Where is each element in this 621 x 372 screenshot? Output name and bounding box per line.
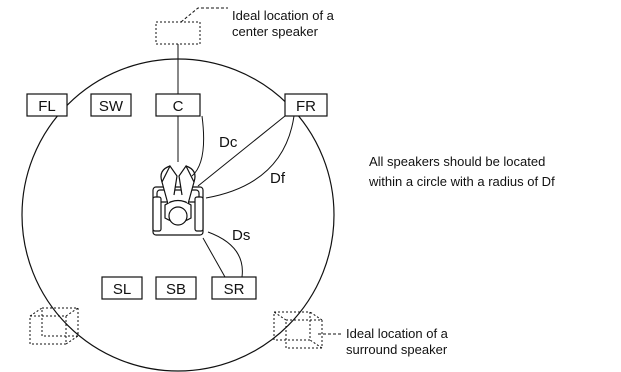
speaker-fl-label: FL <box>38 98 56 115</box>
center-callout-leader <box>180 7 228 23</box>
speaker-sw-label: SW <box>99 98 124 115</box>
ds-arc <box>207 231 243 278</box>
speaker-fr-label: FR <box>296 98 316 115</box>
dc-arc <box>191 115 205 177</box>
center-ideal-location-box <box>155 21 201 45</box>
distance-ds-label: Ds <box>232 227 250 244</box>
df-arc <box>205 115 295 199</box>
speaker-c-box <box>155 93 201 117</box>
speaker-fl-box <box>26 93 68 117</box>
surround-callout-line1: Ideal location of a <box>346 326 449 341</box>
speaker-sl-box <box>101 276 143 300</box>
distance-dc-label: Dc <box>219 134 238 151</box>
speaker-sw-box <box>90 93 132 117</box>
speaker-sb-label: SB <box>166 281 186 298</box>
placement-note-line1: All speakers should be located <box>369 154 545 169</box>
speaker-sr-box <box>211 276 257 300</box>
surround-right-ideal-location-box <box>273 311 323 349</box>
speaker-sr-label: SR <box>224 281 245 298</box>
speaker-c-label: C <box>173 98 184 115</box>
listener-icon <box>152 164 204 236</box>
placement-note-line2: within a circle with a radius of Df <box>368 174 555 189</box>
distance-df-label: Df <box>270 170 286 187</box>
fr-to-listener-line <box>197 115 286 187</box>
speaker-sb-box <box>155 276 197 300</box>
speaker-sl-label: SL <box>113 281 131 298</box>
center-callout-line2: center speaker <box>232 24 319 39</box>
speaker-fr-box <box>284 93 328 117</box>
center-callout-line1: Ideal location of a <box>232 8 335 23</box>
surround-left-ideal-location-box <box>29 307 79 345</box>
sr-to-listener-line <box>202 237 226 278</box>
surround-callout-line2: surround speaker <box>346 342 448 357</box>
